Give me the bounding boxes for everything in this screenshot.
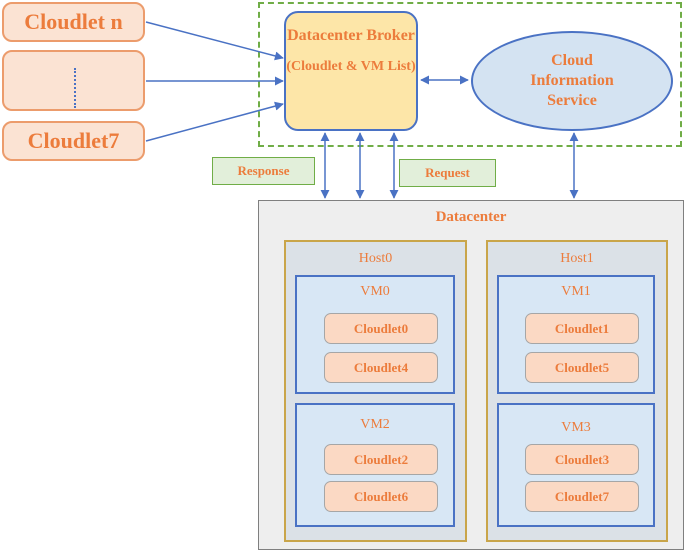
- broker-title: Datacenter Broker: [287, 27, 415, 44]
- cloudlet-n-box: Cloudlet n: [2, 2, 145, 42]
- vm-title-0: VM0: [360, 284, 390, 299]
- ellipsis-dots: [73, 68, 76, 108]
- cloudlet-1: Cloudlet1: [525, 313, 639, 344]
- cloudlet-7-box: Cloudlet7: [2, 121, 145, 161]
- cloudlet-6-label: Cloudlet6: [353, 488, 409, 504]
- cloudlet-ellipsis-box: [2, 50, 145, 111]
- response-tag: Response: [212, 157, 315, 185]
- cloudlet-3-label: Cloudlet3: [554, 451, 610, 467]
- cloudlet-4: Cloudlet4: [324, 352, 438, 383]
- cloudlet-1-label: Cloudlet1: [554, 320, 610, 336]
- arrow-cloudlet-n-to-broker: [145, 21, 284, 61]
- cloudlet-6: Cloudlet6: [324, 481, 438, 512]
- broker-subtitle: (Cloudlet & VM List): [286, 59, 416, 74]
- request-tag: Request: [399, 159, 496, 187]
- cloudlet-n-label: Cloudlet n: [24, 9, 123, 34]
- cloudlet-4-label: Cloudlet4: [353, 359, 409, 375]
- datacenter-broker: Datacenter Broker (Cloudlet & VM List): [284, 11, 418, 131]
- cloudlet-5: Cloudlet5: [525, 352, 639, 383]
- cloudlet-7-label: Cloudlet7: [554, 488, 610, 504]
- request-label: Request: [425, 165, 470, 180]
- cloudlet-5-label: Cloudlet5: [554, 359, 610, 375]
- cloud-information-service: Cloud Information Service: [471, 31, 673, 131]
- cloudlet-0: Cloudlet0: [324, 313, 438, 344]
- vm-title-2: VM2: [360, 417, 390, 432]
- cloudlet-3: Cloudlet3: [525, 444, 639, 475]
- cloudlet-7: Cloudlet7: [525, 481, 639, 512]
- cis-label: Cloud Information Service: [530, 52, 614, 109]
- cloudlet-2-label: Cloudlet2: [353, 451, 409, 467]
- vm-title-3: VM3: [561, 420, 591, 435]
- cloudlet-7-label: Cloudlet7: [27, 128, 120, 153]
- host-title-1: Host1: [560, 251, 594, 266]
- vm-title-1: VM1: [561, 284, 591, 299]
- cloudlet-0-label: Cloudlet0: [353, 320, 409, 336]
- cloudlet-2: Cloudlet2: [324, 444, 438, 475]
- host-title-0: Host0: [358, 251, 393, 266]
- broker-zone: [258, 2, 682, 147]
- arrow-cloudlet-7-to-broker: [145, 101, 284, 142]
- response-label: Response: [237, 163, 290, 178]
- datacenter-title: Datacenter: [435, 209, 507, 225]
